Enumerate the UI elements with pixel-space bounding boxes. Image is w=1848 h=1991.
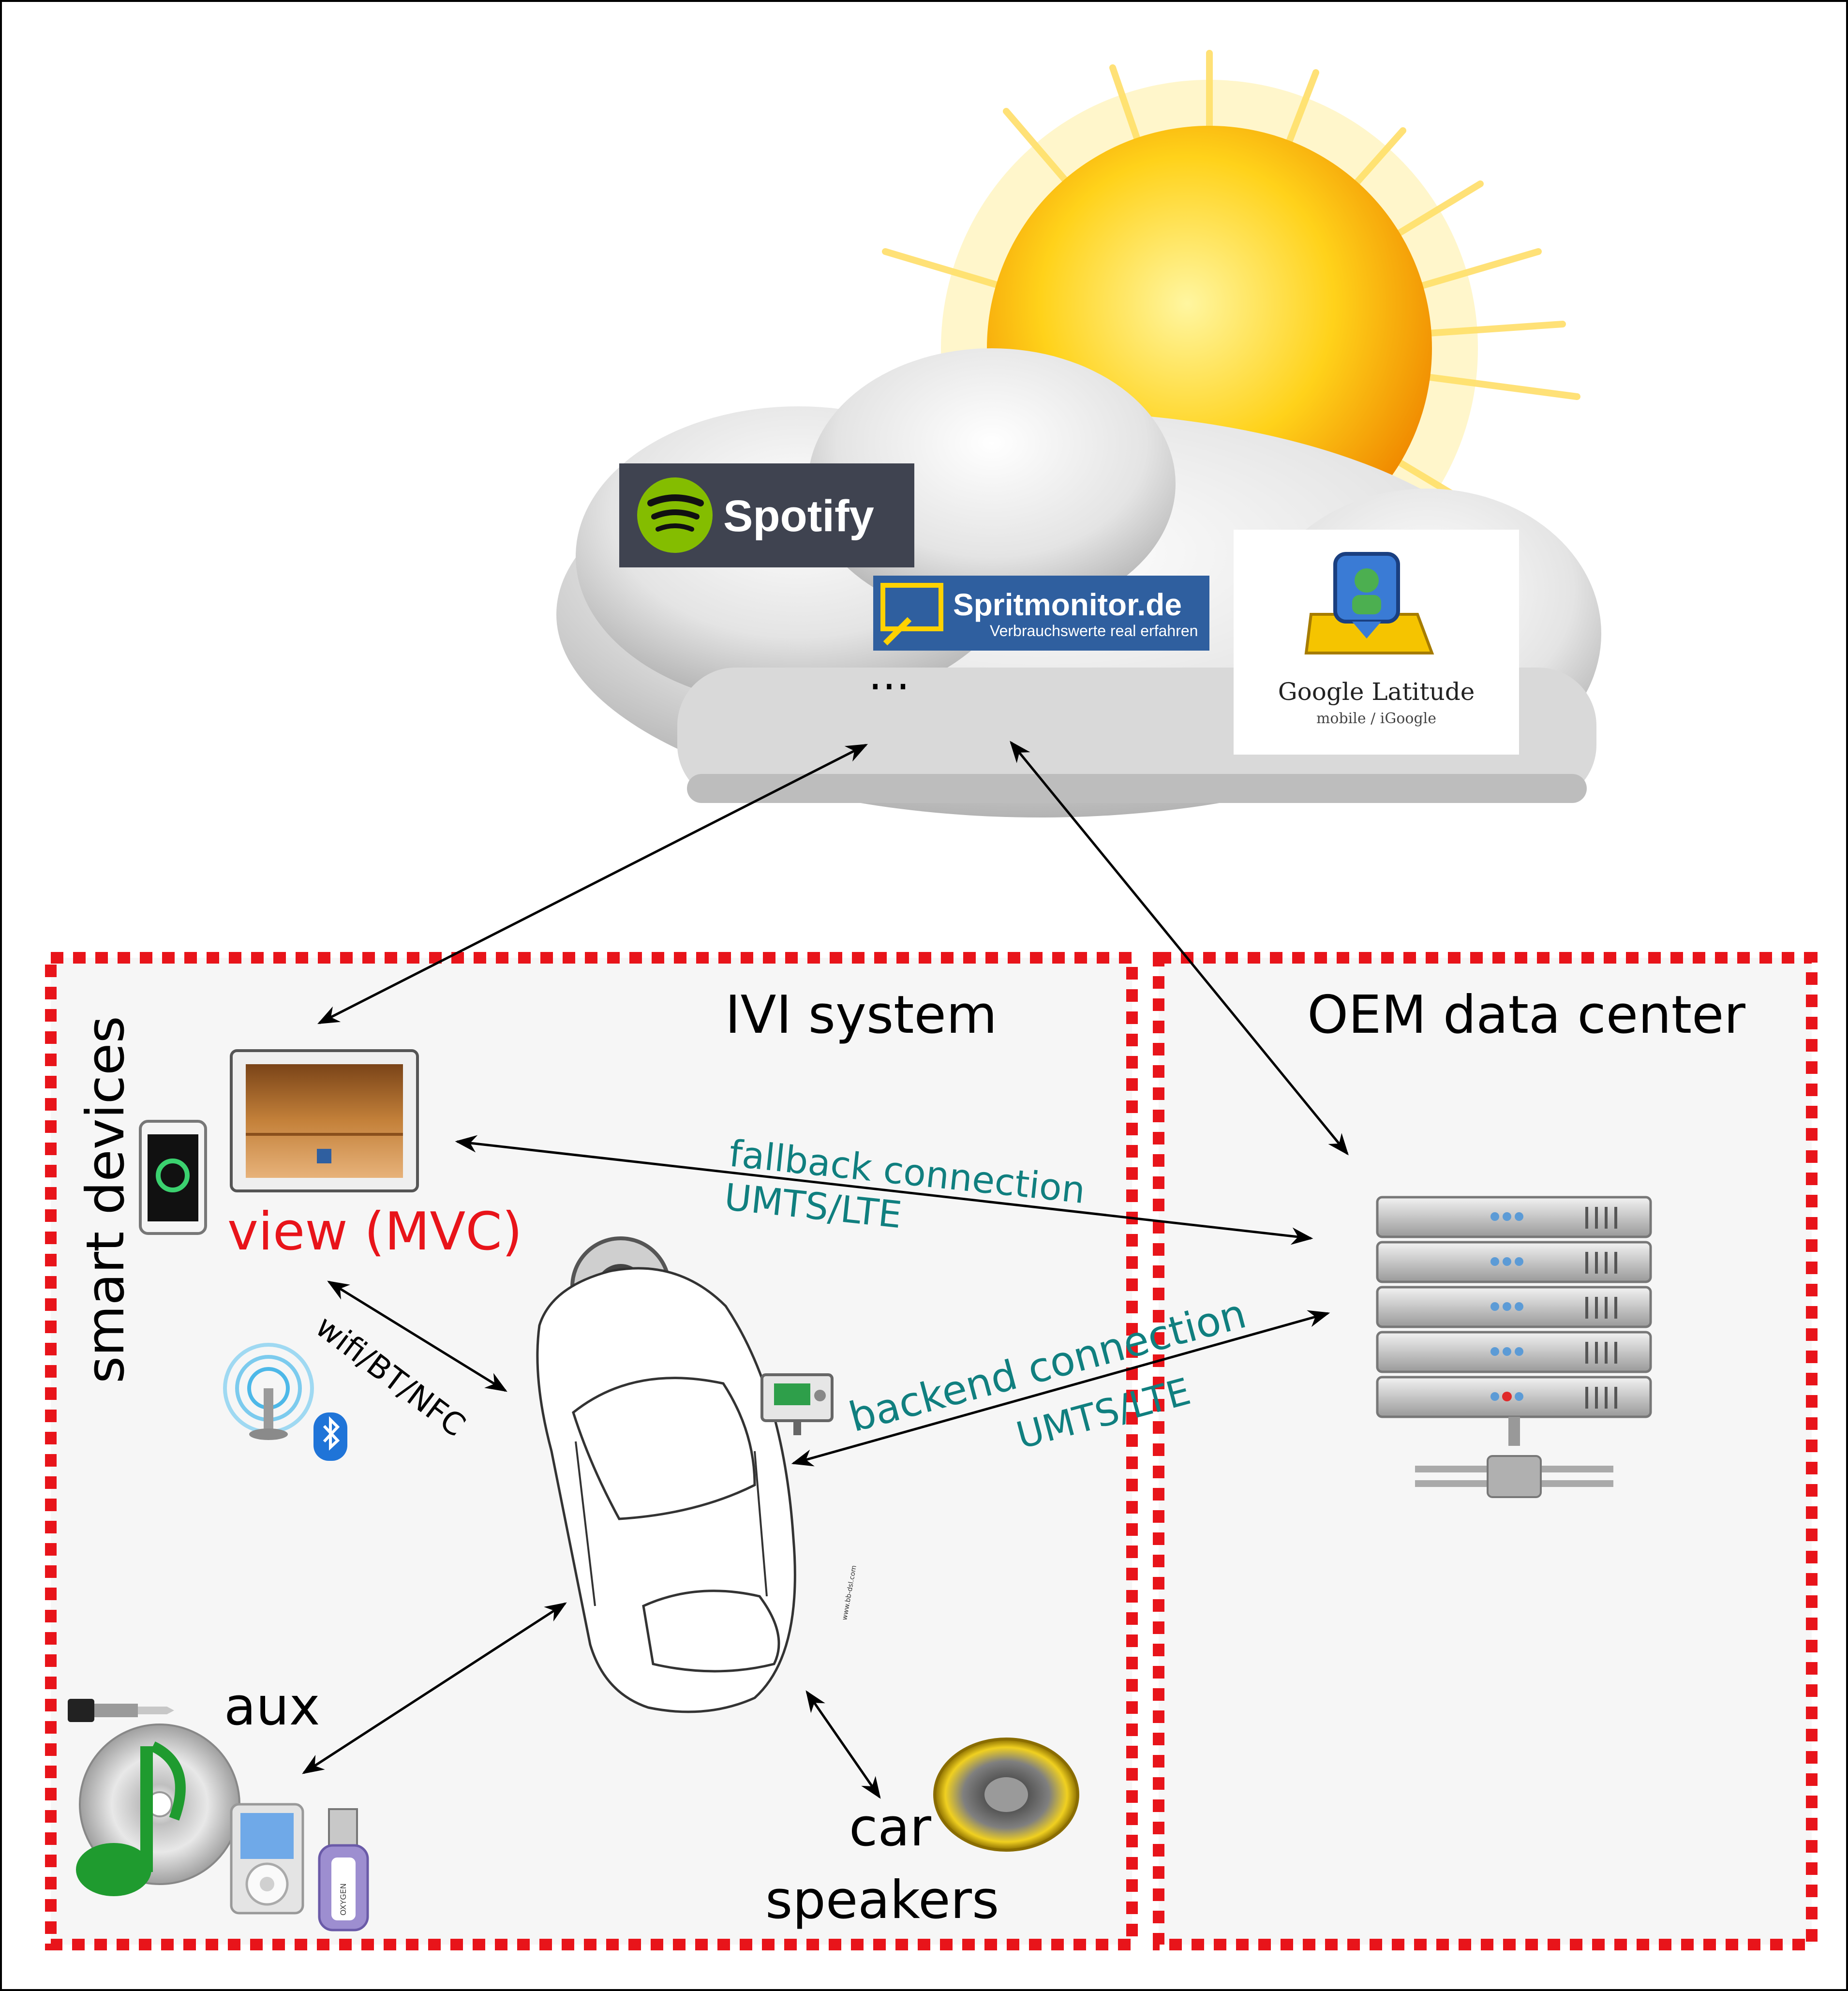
- aux-label: aux: [224, 1677, 320, 1737]
- music-cd-icon: [76, 1724, 240, 1896]
- speakers-label: speakers: [765, 1870, 999, 1931]
- arrow-cloud-view: [317, 743, 868, 1025]
- spritmonitor-logo: Spritmonitor.de Verbrauchswerte real erf…: [873, 576, 1209, 651]
- connection-arrows: [302, 741, 1349, 1799]
- spritmonitor-tagline: Verbrauchswerte real erfahren: [990, 622, 1198, 639]
- more-services-ellipsis: ...: [868, 649, 910, 700]
- ivi-system-title: IVI system: [725, 985, 997, 1045]
- smart-devices-label: smart devices: [75, 1016, 136, 1383]
- arrow-cloud-oem: [1010, 741, 1349, 1156]
- audio-jack-icon: [68, 1699, 174, 1722]
- latitude-subtitle: mobile / iGoogle: [1316, 710, 1436, 727]
- spritmonitor-label: Spritmonitor.de: [953, 587, 1182, 622]
- ipod-icon: [230, 1803, 304, 1915]
- car-label: car: [849, 1798, 932, 1858]
- arrow-oem-car-backend: [791, 1310, 1330, 1467]
- wifi-antenna-icon: [223, 1343, 314, 1440]
- oem-data-center-title: OEM data center: [1307, 985, 1745, 1045]
- google-latitude-logo: Google Latitude mobile / iGoogle: [1234, 530, 1519, 755]
- oem-data-center-region: OEM data center: [1153, 952, 1818, 1950]
- bluetooth-icon: [313, 1412, 347, 1461]
- arrow-view-oem-fallback: [455, 1135, 1313, 1245]
- spotify-logo: Spotify: [619, 463, 914, 567]
- server-rack-icon: [1376, 1196, 1652, 1498]
- view-mvc-label: view (MVC): [227, 1202, 522, 1262]
- latitude-title: Google Latitude: [1278, 678, 1475, 706]
- tablet-icon: [230, 1049, 419, 1192]
- arrow-car-speakers: [805, 1690, 881, 1799]
- usb-brand-label: OXYGEN: [339, 1883, 348, 1916]
- spotify-label: Spotify: [723, 491, 874, 541]
- arrow-view-car: [327, 1280, 507, 1392]
- phone-icon: [139, 1120, 207, 1235]
- arrow-aux-car: [302, 1602, 567, 1774]
- usb-stick-icon: OXYGEN: [318, 1808, 369, 1932]
- car-icon: www.bb-dsl.com: [536, 1267, 858, 1713]
- speaker-icon: [933, 1738, 1079, 1852]
